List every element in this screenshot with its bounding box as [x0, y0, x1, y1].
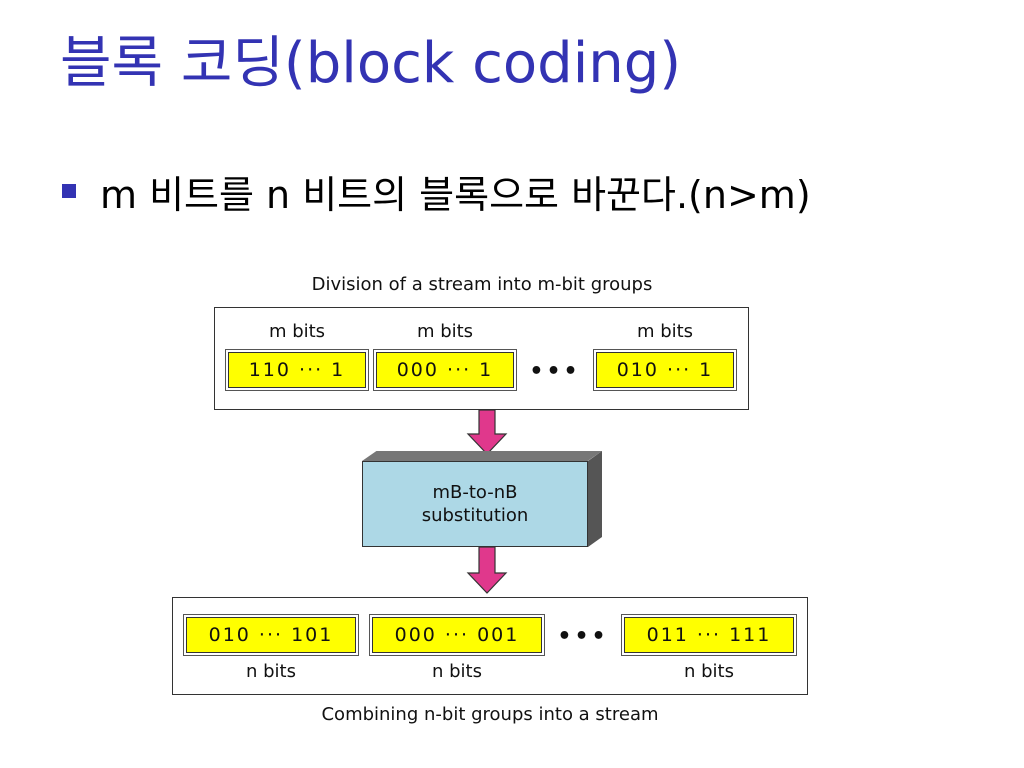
input-ellipsis: •••: [529, 359, 581, 384]
bullet-text: m 비트를 n 비트의 블록으로 바꾼다.(n>m): [100, 172, 811, 217]
bullet-square-icon: [62, 184, 76, 198]
output-group-3-label: n bits: [684, 661, 734, 682]
substitution-block-side: [588, 451, 602, 547]
bottom-caption: Combining n-bit groups into a stream: [321, 704, 659, 725]
input-group-1-label: m bits: [268, 321, 326, 342]
input-group-3-label: m bits: [636, 321, 694, 342]
substitution-label: mB-to-nB substitution: [421, 481, 529, 526]
output-group-1-bits: 010 ··· 101: [183, 614, 359, 656]
input-group-1-bits: 110 ··· 1: [225, 349, 369, 391]
substitution-block-top: [362, 451, 602, 461]
arrow-down-icon: [466, 409, 508, 455]
top-caption: Division of a stream into m-bit groups: [311, 274, 653, 295]
substitution-block-face: [362, 461, 588, 547]
input-group-3-bits: 010 ··· 1: [593, 349, 737, 391]
output-group-1-label: n bits: [246, 661, 296, 682]
output-group-2-bits: 000 ··· 001: [369, 614, 545, 656]
output-ellipsis: •••: [557, 624, 609, 649]
slide-title: 블록 코딩(block coding): [60, 31, 682, 96]
output-group-2-label: n bits: [432, 661, 482, 682]
substitution-block: mB-to-nB substitution: [362, 451, 602, 547]
input-group-2-label: m bits: [416, 321, 474, 342]
arrow-down-icon: [466, 546, 508, 594]
input-group-2-bits: 000 ··· 1: [373, 349, 517, 391]
bullet-item: m 비트를 n 비트의 블록으로 바꾼다.(n>m): [62, 166, 811, 217]
output-group-3-bits: 011 ··· 111: [621, 614, 797, 656]
